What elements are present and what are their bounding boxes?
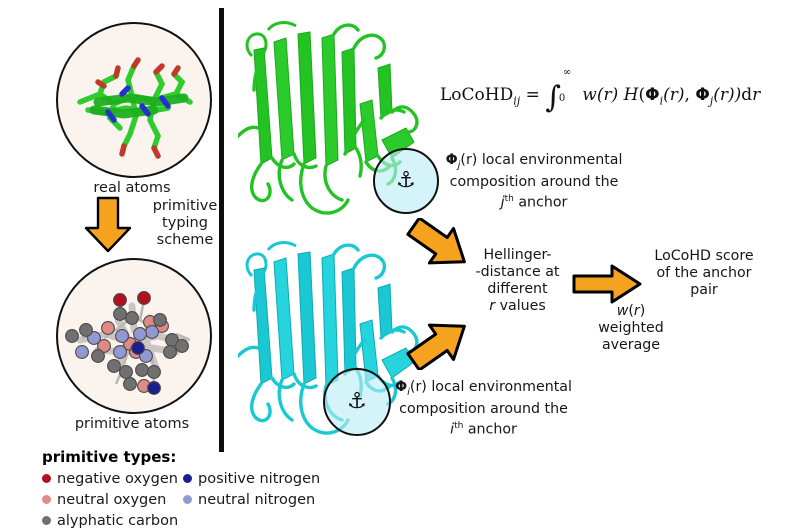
anchor-i-annotation: Φi(r) local environmental composition ar… — [381, 379, 586, 438]
primitive-atom-sphere-model — [65, 291, 191, 395]
anchor-j-line-2: composition around the — [449, 174, 619, 191]
anchor-i-line-1-rest: (r) local environmental — [409, 379, 572, 395]
weight-function: w(r) — [582, 85, 619, 105]
phi-symbol: Φ — [445, 152, 458, 168]
legend-label: neutral nitrogen — [198, 491, 316, 508]
real-atom-stick-model — [77, 57, 193, 159]
real-atoms-label: real atoms — [93, 180, 171, 196]
legend-dot-icon — [42, 474, 51, 483]
score-line-1: LoCoHD score — [654, 248, 754, 264]
anchor-word: anchor — [513, 194, 568, 211]
anchor-i-line-1: Φi(r) local environmental — [381, 379, 586, 401]
hellinger-line-2: -distance at — [475, 264, 560, 280]
legend-item-negative-oxygen: negative oxygen — [42, 468, 192, 489]
anchor-circle-i[interactable]: ⚓ — [323, 368, 391, 436]
phi-subscript: j — [457, 159, 461, 171]
legend: primitive types: — [42, 448, 222, 468]
phi-symbol: Φ — [395, 379, 408, 395]
arrow-from-protein-j — [404, 216, 474, 270]
formula-lhs-subscript: ij — [513, 94, 521, 108]
legend-column-left: negative oxygen neutral oxygen alyphatic… — [42, 468, 192, 531]
comma: , — [684, 85, 696, 105]
legend-item-neutral-nitrogen: neutral nitrogen — [183, 489, 343, 510]
typing-line-1: primitive — [152, 198, 218, 214]
ordinal-suffix: th — [504, 193, 514, 204]
anchor-i-line-3: ith anchor — [381, 418, 586, 438]
legend-label: alyphatic carbon — [57, 512, 179, 529]
primitive-typing-arrow — [80, 196, 136, 254]
anchor-j-line-1-rest: (r) local environmental — [460, 152, 623, 168]
phi-j-subscript: j — [709, 94, 714, 108]
anchor-j-annotation: Φj(r) local environmental composition ar… — [434, 152, 634, 211]
weighted-average-label: w(r) weighted average — [588, 303, 674, 354]
typing-line-3: scheme — [156, 232, 214, 248]
legend-item-alyphatic-carbon: alyphatic carbon — [42, 510, 192, 531]
weighted-line-1: w(r) — [616, 303, 646, 319]
legend-label: positive nitrogen — [198, 470, 321, 487]
hellinger-symbol: H — [623, 85, 639, 105]
hellinger-line-4: r values — [489, 298, 546, 314]
primitive-atoms-circle — [56, 258, 212, 414]
legend-label: neutral oxygen — [57, 491, 167, 508]
real-atoms-circle — [56, 22, 212, 178]
paren-open: ( — [638, 85, 646, 105]
integral-icon: ∫ — [545, 80, 561, 115]
ordinal-suffix: th — [454, 420, 464, 431]
phi-j-arg: (r)) — [713, 85, 742, 105]
typing-line-2: typing — [162, 215, 208, 231]
anchor-circle-j[interactable]: ⚓ — [373, 148, 439, 214]
legend-label: negative oxygen — [57, 470, 178, 487]
phi-i-subscript: i — [659, 94, 664, 108]
legend-item-neutral-oxygen: neutral oxygen — [42, 489, 192, 510]
score-line-3: pair — [690, 282, 718, 298]
locohd-formula: LoCoHDij = ∫∞0 w(r) H(Φi(r), Φj(r))dr — [440, 67, 790, 115]
protein-cartoon-i — [236, 228, 438, 450]
weighted-line-2: weighted — [598, 320, 664, 336]
phi-j-symbol: Φ — [695, 85, 710, 105]
anchor-j-line-1: Φj(r) local environmental — [434, 152, 634, 174]
primitive-typing-label: primitive typing scheme — [142, 198, 228, 249]
formula-equals: = — [525, 85, 540, 105]
score-line-2: of the anchor — [656, 265, 752, 281]
anchor-j-line-3: jth anchor — [434, 191, 634, 211]
arrow-from-protein-i — [404, 318, 474, 372]
legend-dot-icon — [42, 516, 51, 525]
legend-dot-icon — [183, 474, 192, 483]
anchor-icon: ⚓ — [396, 168, 416, 193]
anchor-i-line-2: composition around the — [399, 401, 568, 418]
protein-cartoon-j — [236, 8, 438, 230]
anchor-icon: ⚓ — [347, 389, 367, 414]
hellinger-line-1: Hellinger- — [483, 247, 552, 263]
ordinal-i: i — [450, 421, 455, 438]
legend-dot-icon — [42, 495, 51, 504]
legend-item-positive-nitrogen: positive nitrogen — [183, 468, 343, 489]
arrow-to-score — [570, 262, 644, 306]
panel-divider — [219, 8, 224, 452]
differential: dr — [741, 85, 761, 105]
weighted-line-3: average — [601, 337, 661, 353]
phi-subscript: i — [407, 386, 410, 398]
hellinger-distance-label: Hellinger- -distance at different r valu… — [470, 247, 565, 315]
ordinal-j: j — [500, 194, 505, 211]
anchor-word: anchor — [463, 421, 517, 438]
limit-lower: 0 — [558, 93, 566, 104]
phi-i-symbol: Φ — [645, 85, 660, 105]
primitive-atoms-label: primitive atoms — [74, 416, 190, 432]
integral-limits: ∞0 — [559, 67, 577, 104]
phi-i-arg: (r) — [663, 85, 685, 105]
legend-dot-icon — [183, 495, 192, 504]
locohd-score-label: LoCoHD score of the anchor pair — [638, 248, 770, 299]
formula-lhs: LoCoHD — [440, 85, 514, 105]
limit-upper: ∞ — [562, 67, 572, 78]
hellinger-line-3: different — [487, 281, 548, 297]
legend-column-right: positive nitrogen neutral nitrogen — [183, 468, 343, 510]
legend-title: primitive types: — [42, 448, 177, 466]
